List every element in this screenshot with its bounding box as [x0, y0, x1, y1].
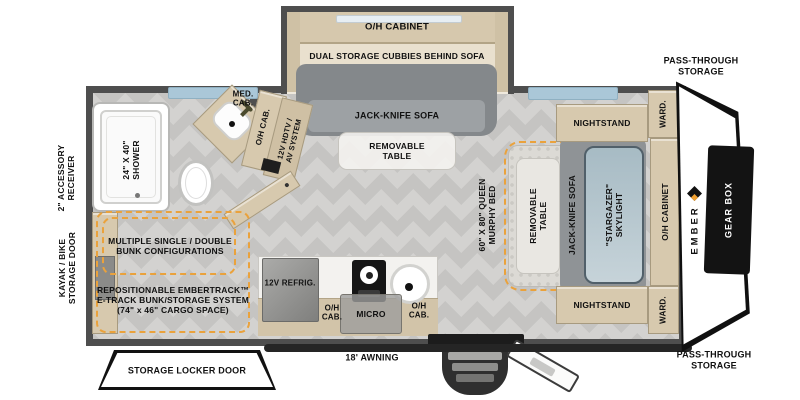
microwave [340, 294, 402, 334]
slideout-sofa-label: JACK-KNIFE SOFA [354, 110, 440, 121]
nightstand-top-label: NIGHTSTAND [573, 117, 631, 128]
bedroom-removable-table [516, 158, 560, 274]
pass-through-top-label: PASS-THROUGH STORAGE [663, 55, 739, 76]
shower-drain-icon [135, 193, 140, 198]
bunk-inner-outline [102, 217, 236, 275]
awning-label: 18' AWNING [345, 352, 399, 363]
wardrobe-bottom-label: WARD. [658, 296, 668, 324]
entry-threshold [428, 334, 524, 347]
oh-cab-right-label: O/H CAB. [408, 301, 430, 320]
stargazer-skylight [584, 146, 644, 284]
murphy-bed-label: 60" X 80" QUEEN MURPHY BED [476, 178, 497, 252]
wardrobe-top-label: WARD. [658, 100, 668, 128]
toilet-seat [185, 167, 207, 199]
kayak-bike-door-label: KAYAK / BIKE STORAGE DOOR [56, 231, 77, 305]
skylight-label: "STARGAZER" SKYLIGHT [603, 183, 624, 247]
slideout-removable-table [338, 132, 456, 170]
ember-logo-flame-icon [691, 194, 698, 201]
bedroom-sofa-label: JACK-KNIFE SOFA [566, 175, 577, 255]
med-cab-label: MED. CAB. [232, 89, 254, 108]
entry-steps [442, 347, 508, 395]
bedroom-window [528, 87, 618, 100]
ember-logo-text: EMBER [689, 205, 701, 255]
refrigerator-label: 12V REFRIG. [264, 278, 316, 288]
oh-cab-left-label: O/H CAB. [321, 303, 343, 322]
bathroom-sink-drain-icon [229, 121, 235, 127]
oh-cabinet-column-label: O/H CABINET [659, 183, 670, 241]
kitchen-sink-drain-icon [405, 283, 413, 291]
awning-rail [264, 344, 692, 352]
nightstand-top [556, 104, 648, 142]
wardrobe-bottom [648, 286, 679, 334]
bunk-outline [96, 211, 250, 333]
oh-cabinet-label: O/H CABINET [365, 21, 429, 33]
step-2 [452, 363, 498, 371]
gear-box-label: GEAR BOX [723, 181, 734, 239]
nightstand-bottom [556, 286, 648, 324]
slideout-table-label: REMOVABLE TABLE [369, 140, 425, 161]
step-1 [448, 352, 502, 360]
door-handle-icon [284, 182, 290, 188]
accessory-receiver-label: 2" ACCESSORY RECEIVER [55, 144, 76, 212]
shower-pan [100, 110, 162, 204]
slide-out-sidewall-right [495, 12, 508, 92]
bedroom-table-label: REMOVABLE TABLE [527, 188, 548, 244]
step-3 [456, 374, 494, 382]
ember-logo-icon [687, 186, 702, 201]
etrack-label: REPOSITIONABLE EMBERTRACK™ E-TRACK BUNK/… [96, 284, 250, 316]
stove-slot-icon [358, 290, 380, 297]
pass-through-bottom-label: PASS-THROUGH STORAGE [676, 349, 752, 370]
refrigerator [262, 258, 319, 322]
shower-label: 24" X 40" SHOWER [120, 140, 141, 180]
microwave-label: MICRO [356, 308, 386, 319]
bunk-config-label: MULTIPLE SINGLE / DOUBLE BUNK CONFIGURAT… [108, 235, 232, 256]
slideout-sofa-seat [308, 100, 485, 132]
burner-center-icon [366, 272, 373, 279]
shower-pan-inner [106, 116, 156, 198]
nightstand-bottom-label: NIGHTSTAND [573, 299, 631, 310]
oh-cabinet-column [650, 138, 679, 286]
entry-door-window [529, 356, 556, 377]
storage-locker-door-face [101, 353, 273, 387]
dual-storage-label: DUAL STORAGE CUBBIES BEHIND SOFA [309, 50, 485, 61]
storage-locker-label: STORAGE LOCKER DOOR [127, 365, 247, 376]
slide-out-window [336, 15, 462, 23]
